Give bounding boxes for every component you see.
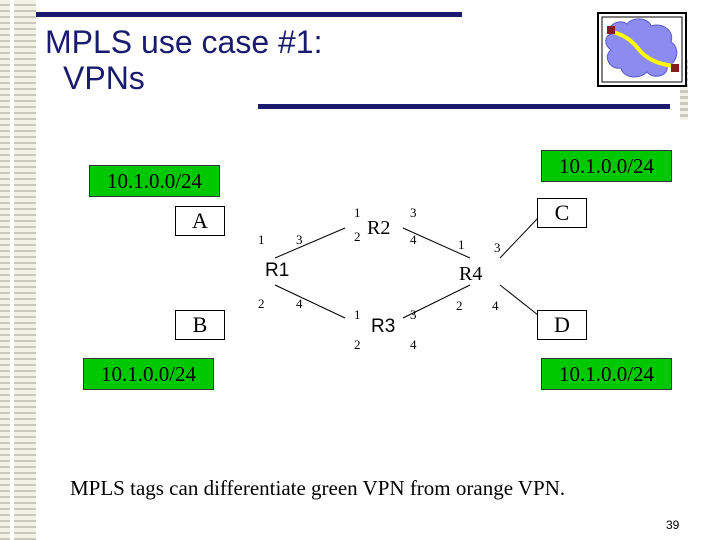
network-top-left: 10.1.0.0/24 <box>89 165 220 197</box>
port-r1-4: 4 <box>296 296 303 311</box>
router-r3: R3 <box>371 316 396 337</box>
network-top-right: 10.1.0.0/24 <box>541 150 672 182</box>
slide-title: MPLS use case #1: VPNs <box>45 24 322 96</box>
decorative-tick <box>680 60 688 120</box>
host-b: B <box>175 310 225 340</box>
router-r2: R2 <box>367 217 391 239</box>
link-r4-c <box>499 217 539 259</box>
port-r3-4: 4 <box>410 337 417 352</box>
host-c: C <box>537 198 587 228</box>
title-line-2: VPNs <box>63 60 145 96</box>
port-r4-4: 4 <box>492 298 499 313</box>
divider-rule <box>258 104 670 109</box>
port-r2-2: 2 <box>354 229 361 244</box>
host-d: D <box>537 310 587 340</box>
port-r3-3: 3 <box>410 307 417 322</box>
port-r2-4: 4 <box>410 232 417 247</box>
port-r4-3: 3 <box>494 240 501 255</box>
link-r2-r4 <box>402 227 471 259</box>
network-cloud-icon <box>597 12 687 87</box>
port-r4-1: 1 <box>458 237 465 252</box>
port-r1-1: 1 <box>258 232 265 247</box>
network-bottom-left: 10.1.0.0/24 <box>83 358 214 390</box>
router-r4: R4 <box>459 263 483 285</box>
port-r3-1: 1 <box>354 307 361 322</box>
port-r2-1: 1 <box>354 205 361 220</box>
link-r3-r4 <box>402 284 471 319</box>
port-r1-3: 3 <box>296 232 303 247</box>
title-rule <box>36 12 462 17</box>
network-bottom-right: 10.1.0.0/24 <box>541 358 672 390</box>
slide-caption: MPLS tags can differentiate green VPN fr… <box>70 476 566 500</box>
port-r1-2: 2 <box>258 296 265 311</box>
link-r1-r2 <box>274 227 346 259</box>
port-r3-2: 2 <box>354 337 361 352</box>
router-r1: R1 <box>265 260 290 281</box>
link-r4-d <box>499 284 539 316</box>
port-r4-2: 2 <box>456 298 463 313</box>
decorative-border <box>0 0 36 540</box>
host-a: A <box>175 206 225 236</box>
port-r2-3: 3 <box>410 205 417 220</box>
link-r1-r3 <box>274 284 346 319</box>
title-line-1: MPLS use case #1: <box>45 24 323 60</box>
page-number: 39 <box>666 518 680 532</box>
